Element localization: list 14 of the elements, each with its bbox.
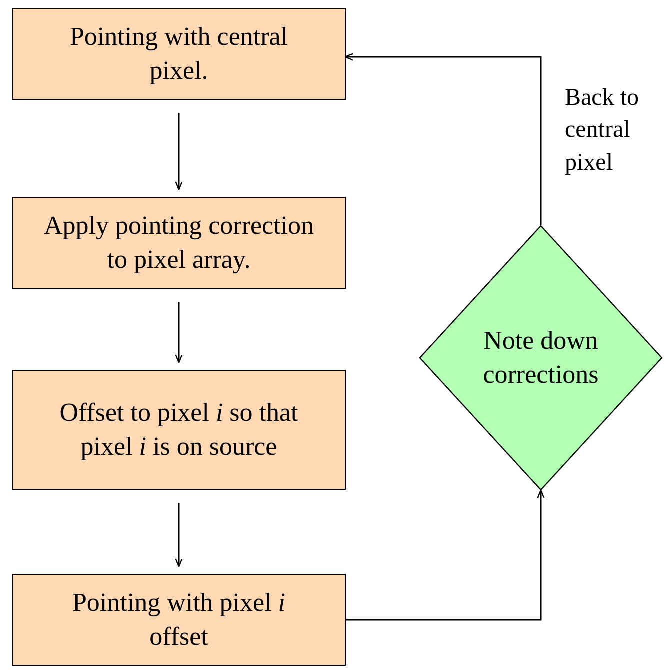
process-box (12, 197, 346, 289)
node-text: Pointing with central pixel. (68, 21, 290, 87)
node-text: Pointing with pixel i offset (71, 587, 287, 653)
arrow (175, 302, 183, 364)
arrow (346, 490, 545, 621)
arrow (344, 53, 542, 225)
process-box (12, 574, 346, 666)
process-box (12, 8, 346, 100)
node-text: Note down corrections (482, 325, 600, 391)
node-text: Apply pointing correction to pixel array. (43, 210, 315, 276)
arrow (175, 503, 183, 568)
node-text: Offset to pixel i so that pixel i is on source (58, 397, 300, 463)
arrow (175, 113, 183, 190)
process-box (12, 370, 346, 490)
